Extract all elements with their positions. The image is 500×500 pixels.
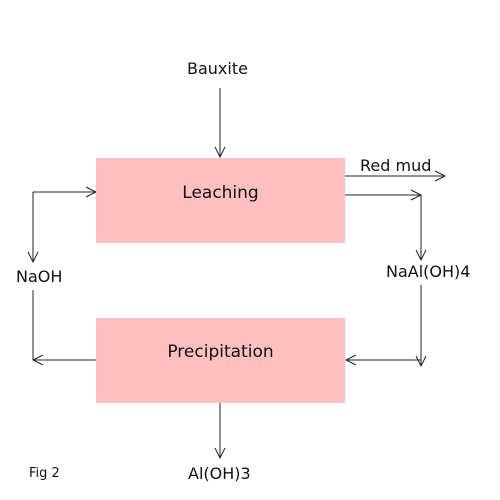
figure-caption: Fig 2 bbox=[29, 466, 60, 481]
leaching-label: Leaching bbox=[182, 183, 259, 203]
product-label: Al(OH)3 bbox=[188, 464, 251, 483]
naaloh4-label: NaAl(OH)4 bbox=[386, 262, 471, 281]
precipitation-box: Precipitation bbox=[96, 318, 345, 403]
naoh-label: NaOH bbox=[16, 267, 63, 286]
precipitation-label: Precipitation bbox=[167, 342, 274, 362]
bauxite-label: Bauxite bbox=[187, 59, 248, 78]
red-mud-label: Red mud bbox=[360, 156, 432, 175]
leaching-box: Leaching bbox=[96, 158, 345, 243]
